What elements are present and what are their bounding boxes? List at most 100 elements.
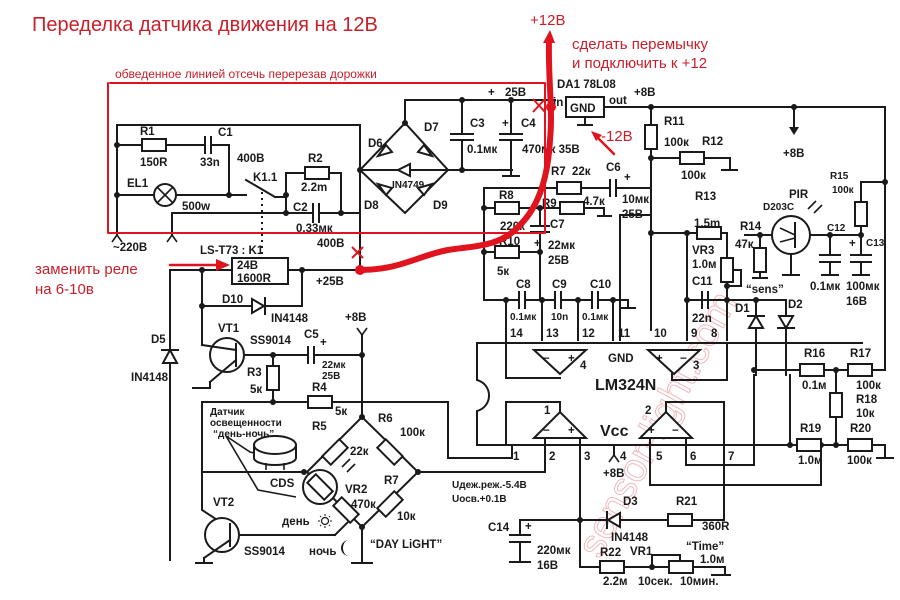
resistor-r12 — [679, 151, 705, 165]
label: 0.1мк — [582, 312, 609, 323]
label: D9 — [433, 200, 448, 212]
diode-d2-icon — [777, 315, 795, 330]
label: D6 — [368, 138, 383, 150]
light-ray-icon — [813, 204, 823, 214]
label: 1.5m — [694, 218, 720, 230]
label: IN4148 — [131, 372, 169, 384]
label: 0.1мк — [510, 312, 537, 323]
label: R1 — [140, 126, 155, 138]
pir-element — [779, 237, 796, 243]
label: день — [282, 516, 310, 528]
ic-label: LM324N — [595, 377, 656, 394]
label: “DAY LiGHT” — [370, 539, 442, 551]
page-title: Переделка датчика движения на 12В — [32, 14, 378, 36]
resistor-r16 — [799, 363, 825, 377]
resistor-r1 — [141, 138, 167, 152]
pin-number: 10 — [654, 328, 667, 340]
label: 10n — [551, 312, 568, 323]
light-sensor-section: Датчик освещенности “день-ночь” R5 22к R… — [195, 407, 527, 564]
label: R18 — [856, 394, 878, 406]
label: 2.2m — [301, 182, 327, 194]
label: 16В — [537, 560, 558, 572]
zener-icon — [395, 162, 411, 178]
label: 16В — [846, 296, 867, 308]
label: out — [609, 95, 627, 107]
resistor-r17 — [847, 363, 873, 377]
label: 25В — [622, 209, 643, 221]
label: C11 — [692, 276, 713, 288]
transistor-vt2-icon — [204, 517, 240, 553]
label: C14 — [488, 522, 510, 534]
label: R7 — [551, 166, 566, 178]
label: VR2 — [345, 484, 367, 496]
label: C13 — [866, 238, 885, 249]
label: 25В — [505, 87, 526, 99]
terminal-icon — [166, 233, 178, 243]
modifications-overlay: Переделка датчика движения на 12В обведе… — [32, 12, 709, 298]
cds-element — [305, 472, 335, 502]
label: 400В — [317, 238, 345, 250]
pin-number: 2 — [549, 451, 555, 463]
junction — [833, 442, 839, 448]
label: 360R — [702, 521, 730, 533]
label: 10к — [397, 511, 416, 523]
pin-number: 1 — [513, 451, 520, 463]
label: R6 — [378, 413, 393, 425]
ic-lm324: − + + − − + + − LM324N GND Vcc 4 3 1 2 — [449, 328, 863, 521]
diode-d6-icon — [375, 143, 394, 158]
label: +25В — [316, 276, 344, 288]
resistor-r9 — [559, 201, 585, 215]
light-ray-icon — [341, 458, 351, 468]
label: C12 — [827, 223, 846, 234]
junction — [459, 167, 465, 173]
label: 0.1мк — [810, 281, 840, 293]
label: 1.0м — [692, 259, 717, 271]
label: 400В — [237, 153, 265, 165]
wire — [685, 374, 755, 466]
wire — [726, 269, 742, 287]
jumper-note: и подключить к +12 — [572, 55, 707, 72]
label: +8В — [603, 468, 624, 480]
wire — [871, 324, 886, 371]
pin-number: 5 — [656, 451, 663, 463]
resistor-r18 — [829, 392, 843, 418]
relay-driver-section: LS-T73 : K1 24В 1600R +25В D10 IN4148 D5… — [131, 245, 513, 561]
resistor-r8 — [494, 201, 520, 215]
resistor-r3 — [266, 365, 280, 391]
label: C8 — [516, 279, 531, 291]
label: 22мк — [548, 240, 575, 252]
label: GND — [608, 353, 634, 365]
pin-number: 11 — [618, 328, 631, 340]
label: 22мк — [322, 360, 347, 371]
plus12-label: +12В — [530, 12, 565, 29]
label: LS-T73 : K1 — [200, 245, 264, 257]
label: 100мк — [846, 281, 880, 293]
label: 22к — [572, 166, 591, 178]
junction — [199, 303, 205, 309]
plus-sign: + — [648, 425, 655, 437]
lamp-cross — [156, 186, 174, 204]
label: K1.1 — [253, 172, 278, 184]
terminal-icon — [111, 233, 123, 243]
label: 100к — [681, 170, 706, 182]
label: 33n — [200, 157, 220, 169]
pir-section: R13 1.5m VR3 1.0м C11 22n R14 47к “sens”… — [619, 171, 888, 376]
light-ray-icon — [807, 200, 817, 210]
label: EL1 — [127, 178, 149, 190]
junction — [459, 97, 465, 103]
label: 150R — [140, 157, 168, 169]
label: D10 — [222, 294, 243, 306]
plus-sign: + — [568, 425, 575, 437]
label: R13 — [695, 191, 716, 203]
label: 2 — [645, 405, 651, 417]
label: C3 — [470, 118, 485, 130]
junction — [724, 283, 730, 289]
label: 4 — [580, 360, 587, 372]
label: +8В — [345, 312, 366, 324]
resistor-r2 — [304, 166, 330, 180]
diode-d8-icon — [375, 182, 394, 197]
label: 5к — [335, 406, 347, 418]
relay-contact-k11 — [244, 178, 277, 199]
wire — [871, 444, 886, 459]
